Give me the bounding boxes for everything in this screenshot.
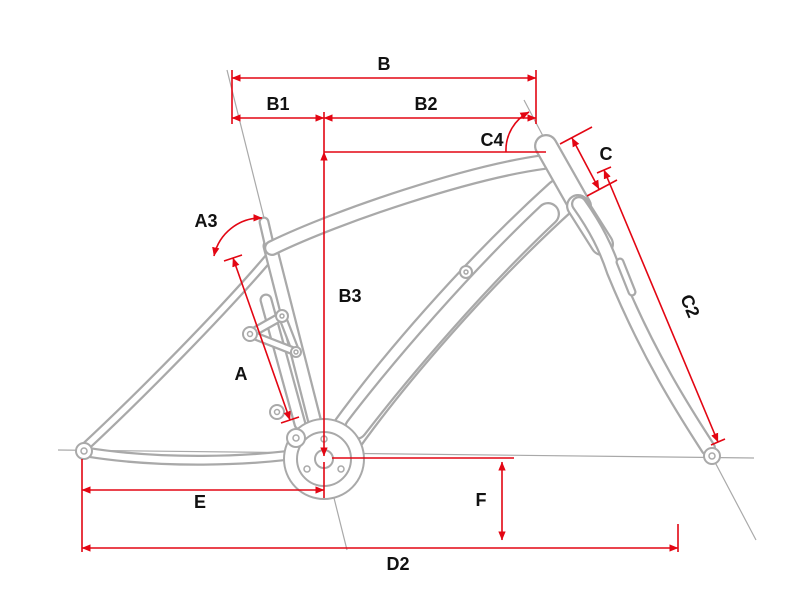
dimension-c4	[505, 111, 530, 153]
dimension-e	[81, 459, 325, 552]
dimension-labels: B B1 B2 C4 C A3 B3 C2 A E F D2	[194, 54, 704, 574]
dimension-b3	[320, 151, 546, 457]
main-pivot-hole	[292, 434, 300, 442]
dim-label-e: E	[194, 492, 206, 512]
dim-label-f: F	[476, 490, 487, 510]
dim-c2-line	[603, 169, 719, 443]
dim-label-c: C	[600, 144, 613, 164]
dim-a3-angle-arc	[212, 214, 263, 257]
dim-label-b2: B2	[414, 94, 437, 114]
dim-c-ext-top	[559, 126, 593, 145]
dim-label-b3: B3	[338, 286, 361, 306]
linkage-pivot-hole	[246, 330, 254, 338]
front-axle-hole	[708, 452, 716, 460]
dimensions	[81, 70, 726, 552]
dim-c4-angle-arc	[505, 111, 530, 153]
dimension-b2	[323, 112, 537, 152]
dimension-c2	[596, 166, 726, 446]
dim-label-b1: B1	[266, 94, 289, 114]
top-tube-bolt-hole	[463, 269, 469, 275]
dim-label-b: B	[378, 54, 391, 74]
dimension-a	[223, 254, 300, 424]
dim-label-c4: C4	[480, 130, 503, 150]
rear-axle-hole	[80, 447, 88, 455]
shock-mount-hole	[273, 408, 281, 416]
bike-frame-drawing	[75, 134, 721, 500]
motor-bolt	[337, 465, 345, 473]
dim-label-c2: C2	[676, 291, 703, 320]
dim-a-line	[232, 257, 291, 421]
dimension-d2	[81, 524, 679, 552]
axle-ground-line	[57, 449, 755, 459]
dim-label-a3: A3	[194, 211, 217, 231]
reference-lines	[57, 69, 757, 551]
dimension-f	[332, 457, 514, 541]
dim-c-ext-bottom	[586, 179, 618, 197]
motor-bolt	[303, 465, 311, 473]
linkage-pivot-hole	[279, 313, 285, 319]
dim-label-d2: D2	[386, 554, 409, 574]
dim-c-line	[571, 137, 600, 190]
dim-label-a: A	[235, 364, 248, 384]
dimension-a3	[212, 214, 263, 257]
linkage-pivot-hole	[293, 349, 299, 355]
